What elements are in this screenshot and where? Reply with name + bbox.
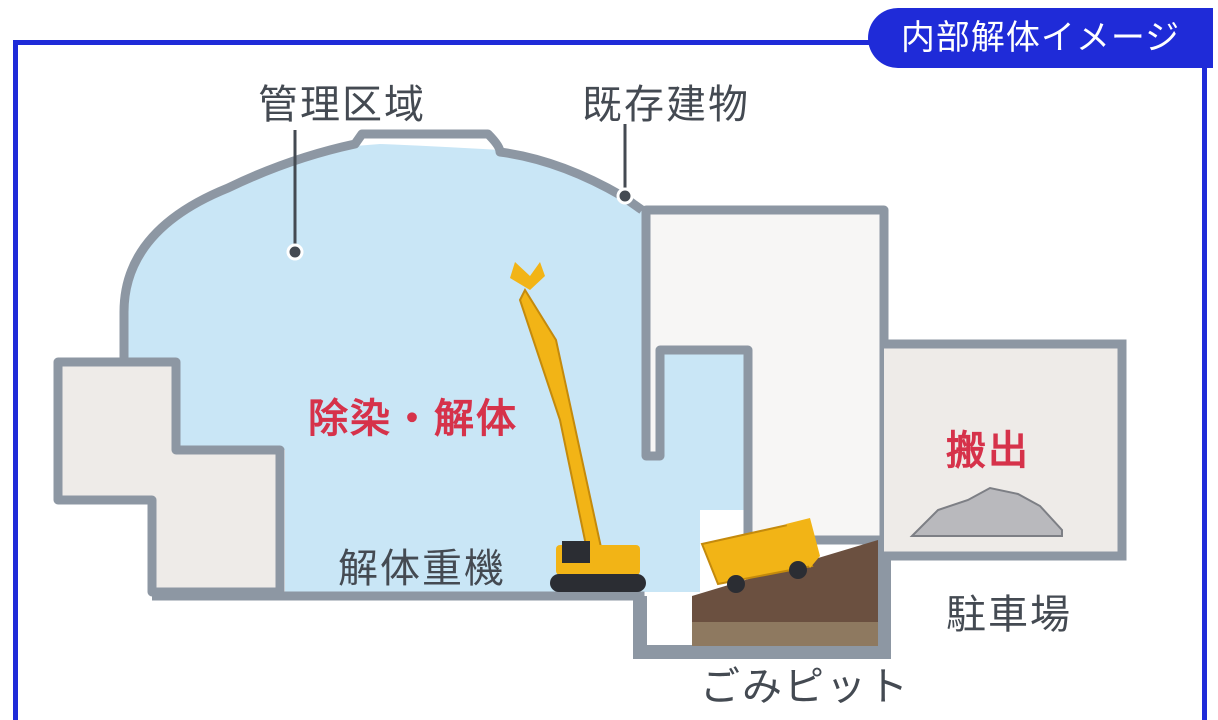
label-parking: 駐車場 [946, 592, 1072, 638]
controlled-area-fill [124, 144, 748, 592]
label-heavy-machinery: 解体重機 [338, 546, 506, 592]
garbage-pit [633, 540, 891, 659]
pit-soil-band [692, 622, 878, 646]
floor-line [152, 591, 696, 657]
label-controlled-area: 管理区域 [258, 82, 426, 128]
parking-structure [884, 339, 1127, 561]
dome-wall [119, 129, 645, 362]
label-existing-building: 既存建物 [582, 82, 750, 128]
pit-soil [692, 540, 878, 646]
label-decontamination: 除染・解体 [308, 396, 518, 442]
diagram-title-tab: 内部解体イメージ [868, 8, 1213, 68]
label-garbage-pit: ごみピット [700, 664, 910, 710]
dump-truck-icon [700, 518, 820, 593]
excavator-icon [510, 262, 646, 592]
callout-existing-building [616, 124, 634, 205]
existing-building [641, 205, 889, 545]
callout-controlled-area [286, 130, 304, 261]
debris-pile [909, 486, 1063, 537]
diagram-frame [13, 40, 1207, 720]
label-carry-out: 搬出 [946, 428, 1030, 474]
